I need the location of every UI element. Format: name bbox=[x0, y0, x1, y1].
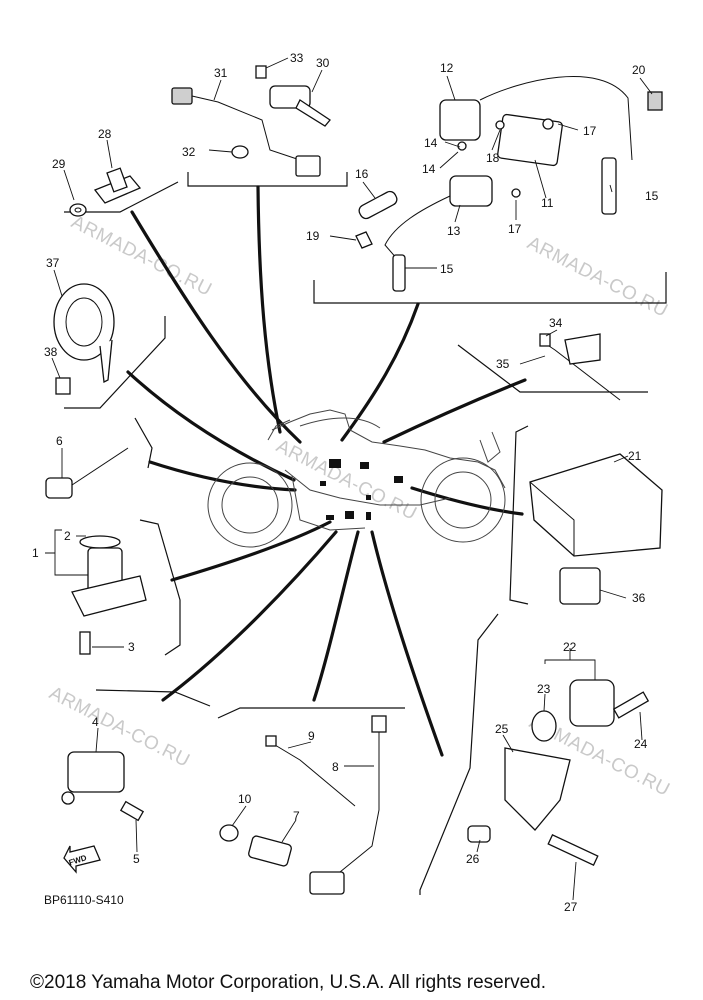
callout-label: 31 bbox=[214, 66, 228, 80]
callout-label: 7 bbox=[293, 809, 300, 823]
group-frames bbox=[64, 172, 667, 895]
callout-label: 36 bbox=[632, 591, 646, 605]
callout-label: 3 bbox=[128, 640, 135, 654]
callout-label: 15 bbox=[645, 189, 659, 203]
callout-label: 9 bbox=[308, 729, 315, 743]
callout-label: 1 bbox=[32, 546, 39, 560]
callout-label: 14 bbox=[424, 136, 438, 150]
copyright-text: ©2018 Yamaha Motor Corporation, U.S.A. A… bbox=[30, 972, 546, 993]
callout-label: 15 bbox=[440, 262, 454, 276]
callout-label: 12 bbox=[440, 61, 454, 75]
callout-label: 8 bbox=[332, 760, 339, 774]
callout-label: 21 bbox=[628, 449, 642, 463]
callout-label: 29 bbox=[52, 157, 66, 171]
callout-label: 32 bbox=[182, 145, 196, 159]
leader-lines bbox=[45, 57, 653, 901]
part-code: BP61110-S410 bbox=[44, 893, 124, 907]
callout-label: 25 bbox=[495, 722, 509, 736]
callout-label: 18 bbox=[486, 151, 500, 165]
callout-label: 35 bbox=[496, 357, 510, 371]
callout-label: 22 bbox=[563, 640, 577, 654]
callout-label: 20 bbox=[632, 63, 646, 77]
callout-label: 37 bbox=[46, 256, 60, 270]
watermark: ARMADA-CO.RU bbox=[524, 233, 672, 322]
callout-label: 11 bbox=[541, 196, 554, 210]
callout-label: 24 bbox=[634, 737, 648, 751]
callout-label: 13 bbox=[447, 224, 461, 238]
callout-label: 23 bbox=[537, 682, 551, 696]
callout-label: 14 bbox=[422, 162, 436, 176]
callout-label: 28 bbox=[98, 127, 112, 141]
connector-lines bbox=[126, 185, 527, 757]
callout-label: 17 bbox=[508, 222, 522, 236]
callout-label: 16 bbox=[355, 167, 369, 181]
callout-label: 19 bbox=[306, 229, 320, 243]
callout-label: 5 bbox=[133, 852, 140, 866]
callout-label: 33 bbox=[290, 51, 304, 65]
parts bbox=[45, 65, 663, 895]
callout-label: 17 bbox=[583, 124, 597, 138]
callout-label: 26 bbox=[466, 852, 480, 866]
callout-label: 2 bbox=[64, 529, 71, 543]
callout-label: 38 bbox=[44, 345, 58, 359]
callout-label: 30 bbox=[316, 56, 330, 70]
motorcycle-outline bbox=[207, 409, 506, 548]
callout-numbers: 1 2 3 4 5 6 7 8 9 10 11 12 13 14 14 15 1… bbox=[32, 51, 659, 914]
callout-label: 34 bbox=[549, 316, 563, 330]
callout-label: 6 bbox=[56, 434, 63, 448]
callout-label: 4 bbox=[92, 715, 99, 729]
callout-label: 27 bbox=[564, 900, 578, 914]
callout-label: 10 bbox=[238, 792, 252, 806]
